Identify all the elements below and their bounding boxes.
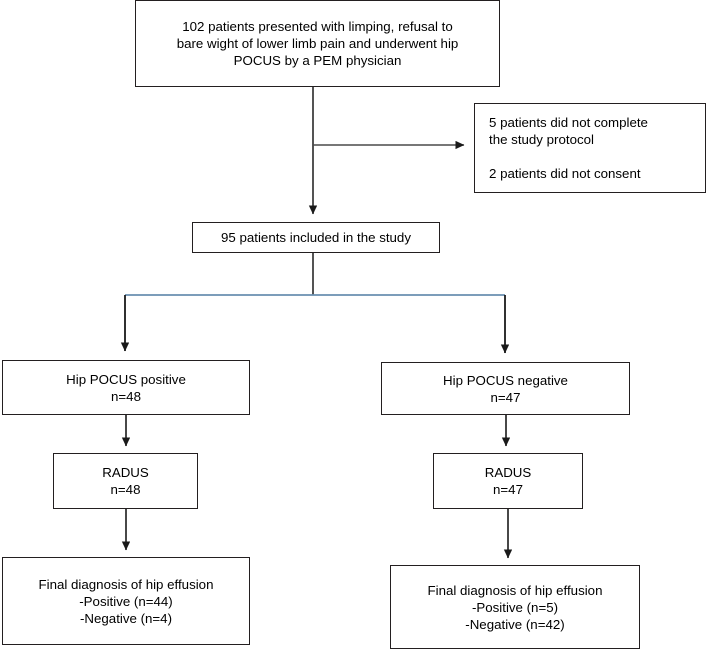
node-final-right-line-3: -Negative (n=42)	[465, 616, 565, 632]
node-radus-right-line-2: n=47	[493, 482, 523, 497]
node-excluded-line-2: the study protocol	[489, 132, 594, 147]
node-final-left: Final diagnosis of hip effusion -Positiv…	[2, 557, 250, 645]
node-excluded-line-1: 5 patients did not complete	[489, 115, 648, 130]
node-enrolled: 102 patients presented with limping, ref…	[135, 0, 500, 87]
node-enrolled-line-1: 102 patients presented with limping, ref…	[182, 19, 453, 34]
node-final-right-line-1: Final diagnosis of hip effusion	[427, 582, 603, 598]
node-pocus-positive-line-1: Hip POCUS positive	[66, 371, 186, 387]
node-excluded: 5 patients did not complete the study pr…	[474, 103, 706, 193]
node-final-left-line-3: -Negative (n=4)	[79, 610, 172, 626]
node-excluded-line-3: 2 patients did not consent	[489, 166, 641, 181]
node-radus-left-line-2: n=48	[110, 482, 141, 497]
node-pocus-positive: Hip POCUS positive n=48	[2, 360, 250, 415]
node-pocus-positive-line-2: n=48	[111, 388, 141, 404]
node-pocus-negative-line-1: Hip POCUS negative	[443, 372, 568, 388]
node-radus-left: RADUS n=48	[53, 453, 198, 509]
node-pocus-negative: Hip POCUS negative n=47	[381, 362, 630, 415]
node-enrolled-line-3: POCUS by a PEM physician	[233, 53, 402, 68]
node-included: 95 patients included in the study	[192, 222, 440, 253]
node-included-line-1: 95 patients included in the study	[221, 230, 411, 245]
node-final-right-line-2: -Positive (n=5)	[471, 599, 559, 615]
node-radus-right-line-1: RADUS	[484, 465, 532, 480]
node-final-right: Final diagnosis of hip effusion -Positiv…	[390, 565, 640, 649]
node-final-left-line-1: Final diagnosis of hip effusion	[38, 576, 214, 592]
node-radus-left-line-1: RADUS	[102, 465, 149, 480]
node-final-left-line-2: -Positive (n=44)	[79, 593, 173, 609]
node-enrolled-line-2: bare wight of lower limb pain and underw…	[176, 36, 459, 51]
node-pocus-negative-line-2: n=47	[490, 389, 521, 405]
node-radus-right: RADUS n=47	[433, 453, 583, 509]
